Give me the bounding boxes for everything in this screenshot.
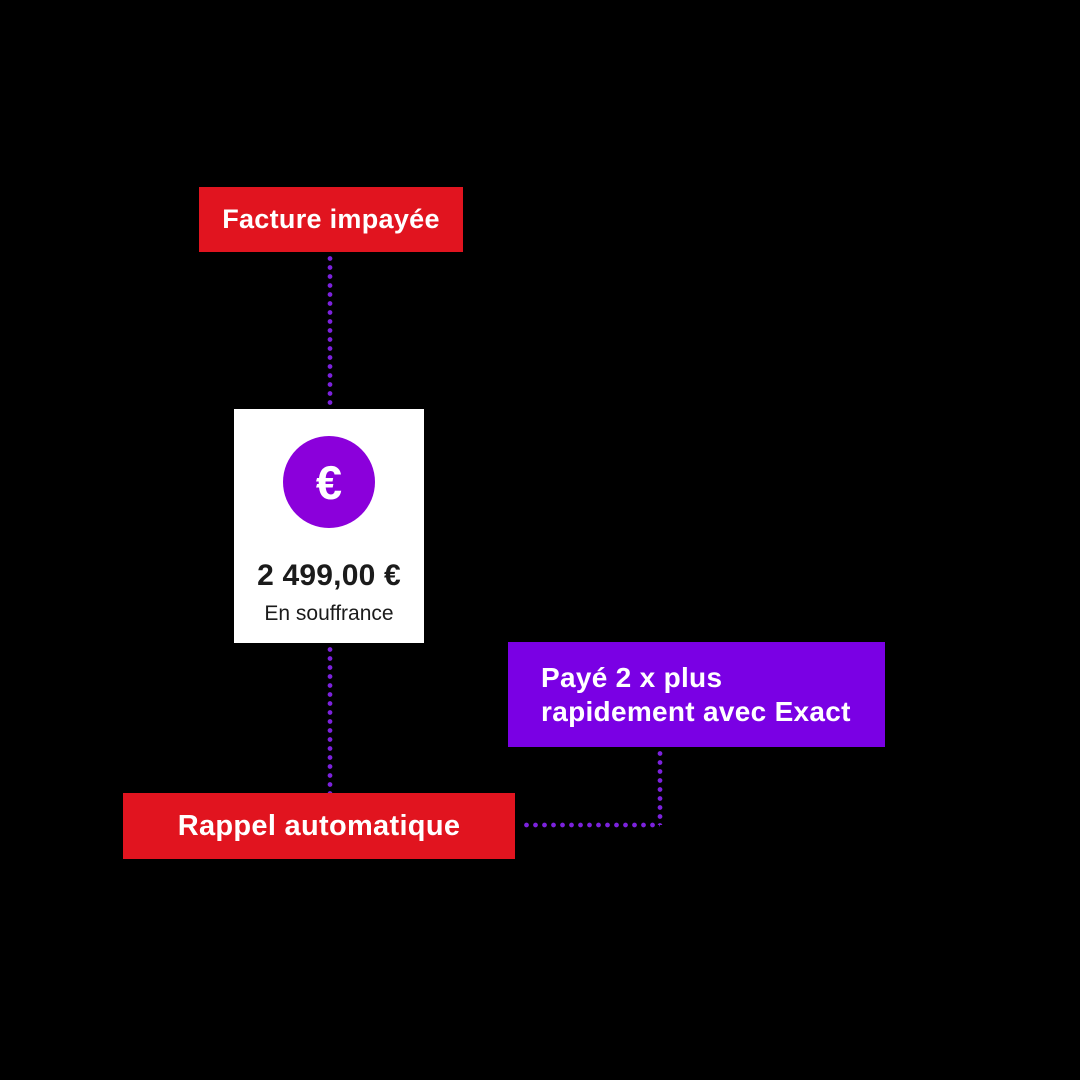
euro-symbol: € [315, 455, 343, 509]
connector-dotted-vertical-right [657, 749, 663, 825]
connector-dotted-horizontal [522, 822, 660, 828]
paid-faster-label-line1: Payé 2 x plus [541, 661, 723, 693]
paid-faster-label-line2: rapidement avec Exact [541, 695, 851, 727]
invoice-card: € 2 499,00 € En souffrance [234, 409, 424, 643]
paid-faster-box: Payé 2 x plus rapidement avec Exact [508, 642, 885, 747]
connector-dotted-vertical-middle [327, 645, 333, 793]
unpaid-invoice-box: Facture impayée [199, 187, 463, 252]
invoice-amount: 2 499,00 € [257, 559, 401, 592]
unpaid-invoice-label: Facture impayée [222, 204, 440, 234]
euro-icon: € [283, 436, 375, 528]
invoice-status: En souffrance [264, 602, 394, 625]
connector-dotted-vertical-top [327, 254, 333, 409]
auto-reminder-box: Rappel automatique [123, 793, 515, 859]
auto-reminder-label: Rappel automatique [177, 809, 461, 842]
paid-faster-label: Payé 2 x plus rapidement avec Exact [541, 661, 851, 729]
